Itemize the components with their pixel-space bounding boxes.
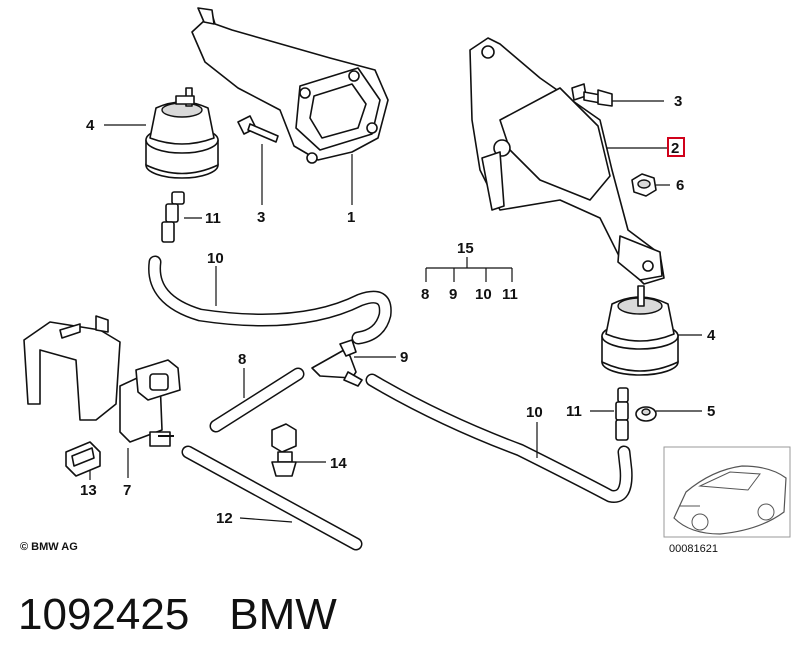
hose-right-part-10 [365, 373, 633, 503]
callout-1: 1 [347, 209, 355, 226]
engine-support-bracket-part-1 [191, 7, 389, 164]
footer-caption: 1092425 BMW [18, 590, 337, 640]
callout-set-9: 9 [449, 286, 457, 303]
callout-set-10: 10 [475, 286, 492, 303]
t-piece-part-9 [311, 339, 363, 387]
highlighted-callout-box [667, 137, 685, 157]
solenoid-valve-part-7 [119, 359, 181, 447]
engine-mount-right-part-4 [601, 285, 679, 376]
part-number: 1092425 [18, 590, 190, 639]
callout-10-right: 10 [526, 404, 543, 421]
callout-6: 6 [676, 177, 684, 194]
callout-8: 8 [238, 351, 246, 368]
callout-3-left: 3 [257, 209, 265, 226]
nozzle-right-part-11 [615, 387, 629, 441]
bolt-right-part-3 [571, 83, 613, 107]
callout-3-right: 3 [674, 93, 682, 110]
nozzle-left-part-11 [161, 191, 185, 243]
callout-7: 7 [123, 482, 131, 499]
hose-short-part-8 [209, 367, 305, 433]
callout-11-left: 11 [205, 210, 221, 227]
callout-5: 5 [707, 403, 715, 420]
callout-labels: 4 11 3 1 10 3 2 6 15 8 9 10 11 4 11 5 10… [80, 93, 716, 527]
leader-lines [89, 100, 702, 523]
mounting-bracket [23, 315, 121, 421]
callout-11-right: 11 [566, 403, 582, 420]
engine-bracket-right-part-2 [469, 37, 665, 285]
hose-upper-part-10 [148, 255, 392, 345]
hose-long-part-12 [181, 445, 363, 551]
callout-set-8: 8 [421, 286, 429, 303]
brand-name: BMW [229, 590, 337, 639]
callout-4-left: 4 [86, 117, 95, 134]
vehicle-thumbnail [663, 446, 791, 538]
callout-13: 13 [80, 482, 97, 499]
nut-part-6 [631, 173, 657, 197]
callout-14: 14 [330, 455, 347, 472]
callout-15: 15 [457, 240, 474, 257]
diagram-image-code: 00081621 [669, 543, 718, 555]
callout-set-11: 11 [502, 286, 518, 303]
clip-part-13 [65, 441, 101, 477]
callout-9: 9 [400, 349, 408, 366]
callout-12: 12 [216, 510, 233, 527]
copyright-notice: © BMW AG [20, 541, 78, 553]
fastener-part-14 [271, 423, 297, 477]
bolt-left-part-3 [237, 115, 279, 143]
washer-part-5 [635, 406, 657, 422]
callout-10-upper: 10 [207, 250, 224, 267]
engine-mount-left-part-4 [145, 87, 219, 179]
callout-4-right: 4 [707, 327, 716, 344]
callout-2-highlighted: 2 [671, 140, 679, 157]
